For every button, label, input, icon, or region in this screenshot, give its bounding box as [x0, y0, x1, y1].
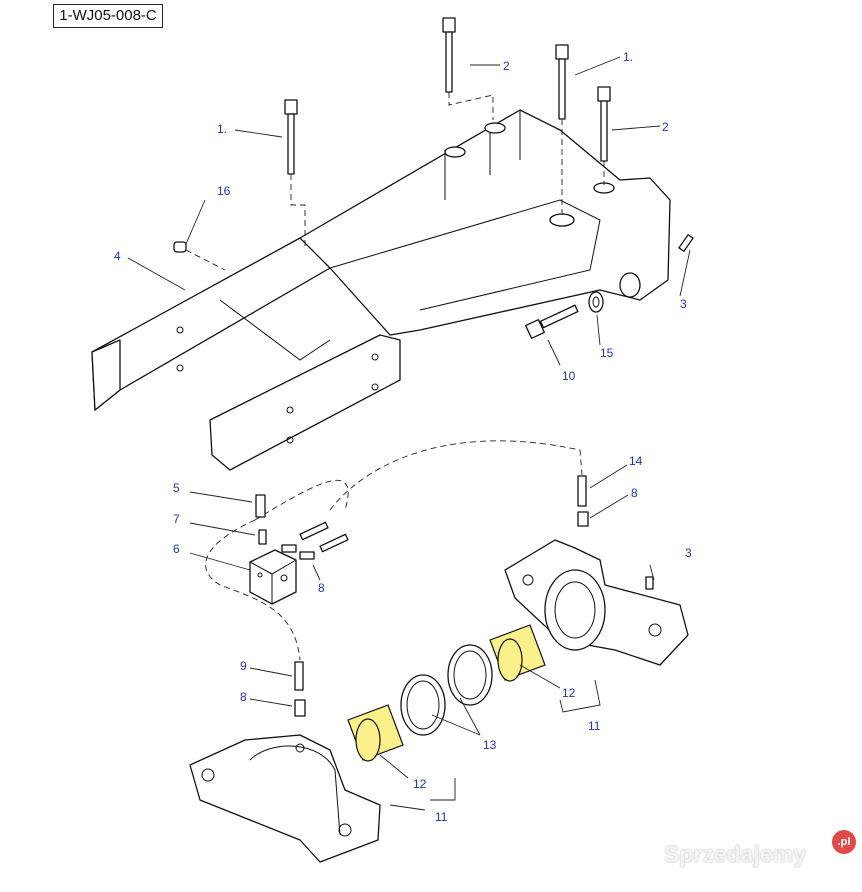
callout-label: 1. [217, 122, 227, 136]
grease-fitting-8 [294, 699, 306, 717]
washer-15 [588, 291, 604, 313]
watermark-badge: .pl [832, 830, 856, 854]
bolt-icon [555, 44, 569, 120]
screw-5 [255, 494, 266, 518]
callout-label: 11 [588, 719, 601, 733]
callout-label: 10 [562, 369, 576, 383]
pin-9 [294, 661, 304, 691]
bolt-icon [284, 99, 298, 175]
callout-label: 4 [114, 249, 121, 263]
callout-label: 12 [562, 686, 576, 700]
callout-label: 3 [680, 297, 687, 311]
pivot-housing-11-left [189, 734, 381, 863]
pin-3 [678, 234, 694, 252]
callout-label: 5 [173, 481, 180, 495]
bolt-10 [525, 304, 579, 339]
pin [319, 533, 349, 553]
pivot-housing-11-right [504, 539, 689, 666]
plug-16 [173, 241, 187, 253]
callout-label: 13 [483, 738, 497, 752]
watermark-logo: Sprzedajemy [664, 841, 806, 867]
bushing-12-right [489, 624, 546, 682]
callout-label: 2 [503, 59, 510, 73]
grease-fitting-8 [577, 511, 589, 527]
callout-label: 2 [662, 120, 669, 134]
callout-label: 15 [600, 346, 614, 360]
callout-label: 14 [629, 454, 643, 468]
pin [299, 521, 329, 541]
fitting-8 [299, 551, 315, 560]
callout-label: 12 [413, 777, 427, 791]
callout-label: 16 [217, 184, 231, 198]
callout-label: 7 [173, 512, 180, 526]
diagram-reference-code: 1-WJ05-008-C [53, 4, 163, 28]
callout-label: 9 [240, 659, 247, 673]
bushing-12-left [347, 704, 404, 762]
callout-label: 3 [685, 546, 692, 560]
fitting-7 [258, 529, 267, 545]
fitting-8 [281, 544, 297, 553]
callout-label: 8 [318, 581, 325, 595]
pin-3 [645, 576, 654, 590]
callout-label: 1. [623, 50, 633, 64]
bolt-icon [597, 86, 611, 162]
callout-label: 6 [173, 542, 180, 556]
callout-label: 8 [240, 690, 247, 704]
bolt-icon [442, 17, 456, 93]
shim-13 [400, 644, 493, 736]
callout-label: 8 [631, 486, 638, 500]
pin-14 [577, 475, 587, 507]
callout-label: 11 [435, 810, 448, 824]
frame-part-4 [91, 109, 671, 471]
block-6 [249, 549, 297, 605]
